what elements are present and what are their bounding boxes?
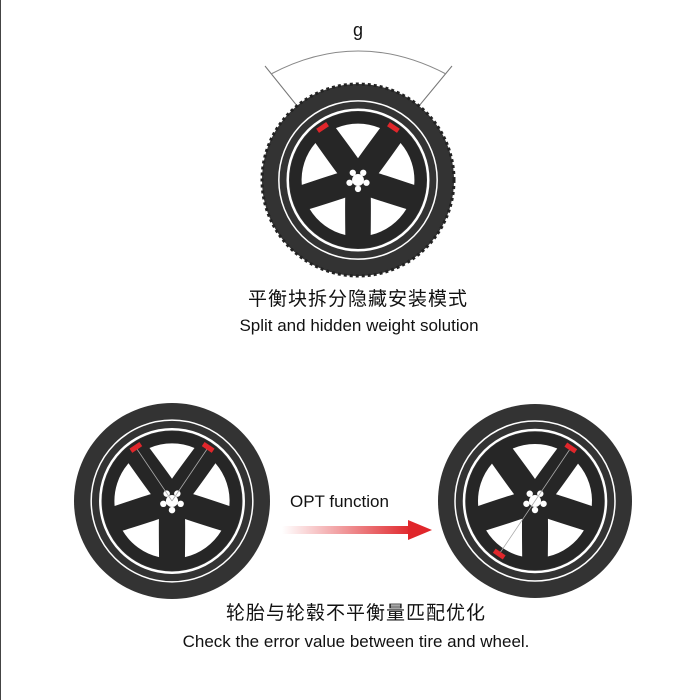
bottom-title-english: Check the error value between tire and w… [182, 632, 530, 651]
top-title-chinese: 平衡块拆分隐藏安装模式 [247, 288, 468, 310]
rim-window [122, 518, 160, 558]
opt-function-label: OPT function [290, 492, 389, 511]
bottom-title-chinese: 轮胎与轮毂不平衡量匹配优化 [225, 602, 486, 624]
rim-window [547, 518, 584, 557]
rim-window [486, 518, 523, 557]
lug-nut [526, 490, 533, 497]
arrow-shaft [282, 526, 412, 534]
lug-nut [360, 169, 367, 176]
angle-label: g [352, 20, 363, 40]
rim-window [335, 123, 381, 159]
lug-nut [160, 500, 167, 508]
lug-nut [349, 169, 356, 176]
top-title-english: Split and hidden weight solution [239, 316, 479, 335]
weight-vector-line [171, 448, 208, 502]
rim-window [301, 142, 338, 185]
wheel-before-opt [74, 403, 270, 599]
balance-weight [387, 122, 400, 133]
hub-center [352, 174, 364, 186]
lug-nut [540, 500, 547, 507]
rim-edge-ring [99, 428, 245, 574]
opt-arrow [282, 520, 432, 540]
rim-window [512, 443, 558, 479]
tire-sidewall-ring [454, 420, 616, 582]
balance-weight [129, 441, 143, 453]
wheel-top [260, 82, 456, 278]
weight-vector-line [499, 448, 571, 554]
tire-sidewall-ring [278, 100, 438, 260]
rim-window [149, 443, 195, 479]
angle-indicator [264, 50, 453, 113]
lug-nut [531, 506, 539, 514]
rim-window [193, 463, 230, 507]
rim-window [114, 463, 151, 507]
lug-nut [177, 500, 184, 508]
lug-nut [168, 506, 176, 514]
balance-weight [492, 548, 506, 560]
balance-weight [316, 122, 329, 133]
lug-nut [346, 179, 353, 186]
rim-edge-ring [286, 108, 430, 252]
balance-weight [201, 441, 215, 453]
rim-edge-ring [462, 428, 608, 574]
lug-nut [354, 185, 362, 193]
rim-window [378, 142, 415, 185]
rim-window [555, 463, 592, 506]
balance-weight [564, 442, 578, 454]
rim-window [184, 518, 222, 558]
angle-arc [270, 50, 447, 75]
left-border-line [0, 0, 1, 700]
arrow-head [408, 520, 432, 540]
lug-nut [363, 179, 370, 186]
lug-nut [523, 500, 530, 507]
rim-window [309, 197, 346, 235]
rim-window [370, 197, 407, 235]
tire-sidewall-ring [90, 419, 254, 583]
weight-vector-line [136, 448, 173, 502]
wheel-after-opt [438, 404, 632, 598]
rim-window [478, 463, 515, 506]
